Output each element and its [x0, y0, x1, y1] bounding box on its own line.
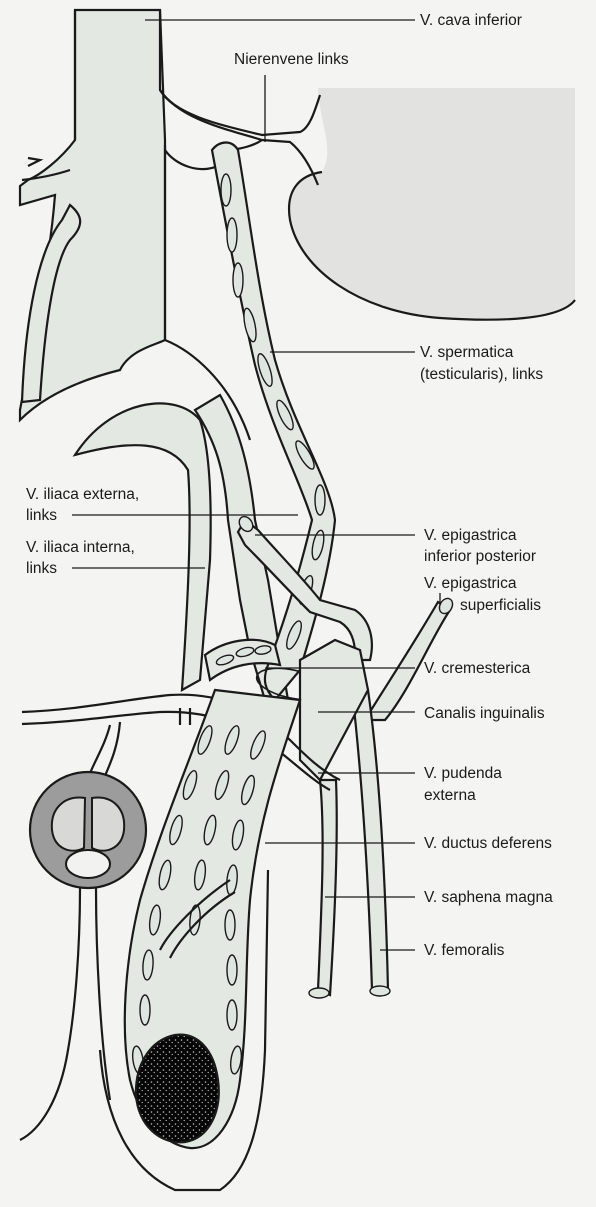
label-v-spermatica-2: (testicularis), links [420, 366, 543, 383]
pudenda-ticks [180, 708, 190, 725]
label-v-epigastrica-inf-1: V. epigastrica [424, 527, 517, 544]
label-v-ductus-deferens: V. ductus deferens [424, 835, 552, 852]
corpus-spongiosum [66, 850, 110, 878]
label-v-spermatica-1: V. spermatica [420, 344, 514, 361]
label-v-pudenda-externa-2: externa [424, 787, 476, 804]
label-v-iliaca-externa-1: V. iliaca externa, [26, 486, 139, 503]
label-nierenvene-links: Nierenvene links [234, 51, 349, 68]
label-v-pudenda-externa-1: V. pudenda [424, 765, 502, 782]
label-v-iliaca-interna-2: links [26, 560, 57, 577]
femoral-end [370, 986, 390, 996]
label-v-iliaca-externa-2: links [26, 507, 57, 524]
label-v-epigastrica-sup-1: V. epigastrica [424, 575, 517, 592]
raphe-line [20, 888, 110, 1140]
femoral-vein [352, 690, 388, 990]
label-v-epigastrica-inf-2: inferior posterior [424, 548, 536, 565]
kidney-shape [289, 88, 575, 320]
saphena-magna [318, 780, 337, 995]
label-v-iliaca-interna-1: V. iliaca interna, [26, 539, 135, 556]
label-v-epigastrica-sup-2: superficialis [460, 597, 541, 614]
saphena-end [309, 988, 329, 998]
label-v-cava-inferior: V. cava inferior [420, 12, 522, 29]
label-v-femoralis: V. femoralis [424, 942, 505, 959]
testis [136, 1035, 219, 1143]
pudenda-branch [88, 722, 120, 778]
label-v-cremesterica: V. cremesterica [424, 660, 531, 677]
label-v-saphena-magna: V. saphena magna [424, 889, 553, 906]
label-canalis-inguinalis: Canalis inguinalis [424, 705, 545, 722]
